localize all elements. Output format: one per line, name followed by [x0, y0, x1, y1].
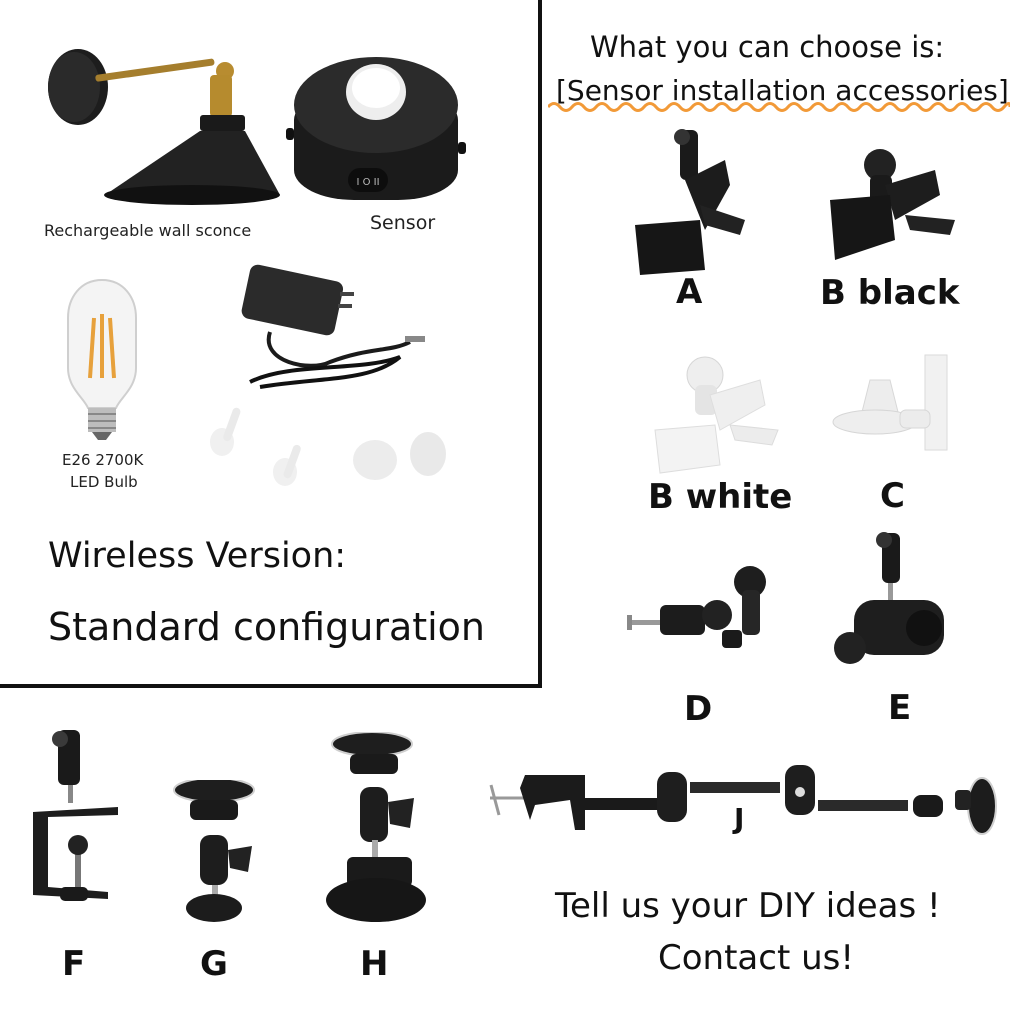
sensor-label: Sensor	[370, 212, 436, 234]
accessory-a[interactable]	[630, 125, 750, 275]
accessory-h-label: H	[360, 944, 389, 984]
bulb-label-line2: LED Bulb	[70, 473, 138, 491]
panel-divider-horizontal	[0, 684, 542, 688]
motion-sensor-icon: I O II	[286, 50, 466, 210]
accessory-c-label: C	[880, 476, 905, 516]
wall-sconce-icon	[40, 45, 280, 215]
accessory-f-label: F	[62, 944, 86, 984]
panel-divider-vertical	[538, 0, 542, 688]
wavy-underline	[548, 100, 1010, 114]
accessory-d-label: D	[684, 689, 713, 729]
accessory-g-label: G	[200, 944, 228, 984]
led-bulb-icon	[62, 278, 142, 443]
accessory-b-white-label: B white	[648, 477, 793, 517]
svg-text:I O II: I O II	[356, 177, 379, 188]
standard-configuration-heading: Standard configuration	[48, 605, 486, 649]
wall-sconce-label: Rechargeable wall sconce	[44, 221, 252, 240]
accessory-c[interactable]	[830, 350, 950, 460]
contact-us-text[interactable]: Contact us!	[658, 938, 854, 978]
options-subtitle: [Sensor installation accessories]	[556, 74, 1009, 107]
diy-ideas-text: Tell us your DIY ideas !	[555, 886, 941, 926]
options-title: What you can choose is:	[590, 30, 945, 64]
power-adapter-icon	[200, 262, 470, 502]
accessory-b-black[interactable]	[825, 145, 955, 265]
accessory-a-label: A	[676, 272, 703, 312]
accessory-j-label: J	[734, 802, 745, 835]
accessory-f[interactable]	[28, 727, 123, 907]
accessory-h[interactable]	[322, 732, 432, 922]
accessory-b-black-label: B black	[820, 273, 960, 313]
accessory-e-label: E	[888, 688, 912, 728]
accessory-e[interactable]	[832, 528, 952, 673]
accessory-j[interactable]	[485, 760, 1005, 840]
accessory-b-white[interactable]	[650, 345, 780, 475]
wireless-version-heading: Wireless Version:	[48, 536, 347, 576]
bulb-label-line1: E26 2700K	[62, 451, 144, 469]
accessory-d[interactable]	[622, 560, 782, 660]
accessory-g[interactable]	[172, 780, 257, 925]
